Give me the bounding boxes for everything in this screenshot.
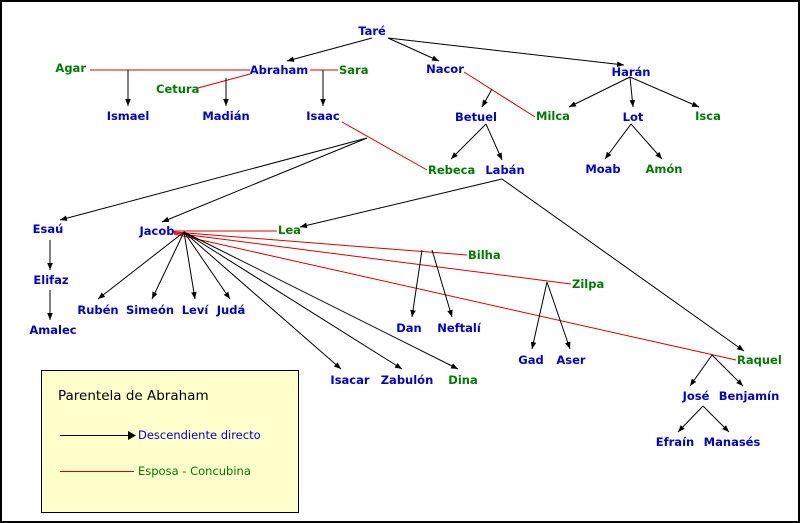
descent-arrow-31: [689, 354, 713, 387]
spouse-line-6: [173, 231, 468, 256]
descent-arrow-20: [97, 231, 185, 300]
person-juda: Judá: [216, 303, 245, 317]
descent-arrow-1: [387, 37, 440, 62]
descent-arrow-22: [183, 231, 197, 300]
person-moab: Moab: [585, 162, 620, 176]
descent-arrow-24: [183, 231, 342, 370]
person-bilha: Bilha: [468, 248, 501, 262]
legend-descent-row: Descendiente directo: [60, 428, 290, 444]
legend-box: Parentela de Abraham Descendiente direct…: [41, 370, 299, 513]
person-neftali: Neftalí: [437, 321, 482, 335]
legend-descent-label: Descendiente directo: [138, 428, 261, 442]
person-simeon: Simeón: [126, 303, 174, 317]
descent-arrow-16: [299, 178, 503, 229]
person-zabulon: Zabulón: [381, 373, 434, 387]
person-amalec: Amalec: [29, 323, 76, 337]
legend-spouse-line: [60, 471, 134, 472]
arrowhead-icon: [128, 431, 136, 440]
descent-arrow-21: [151, 231, 185, 300]
person-jacob: Jacob: [139, 224, 175, 238]
person-cetura: Cetura: [156, 82, 199, 96]
descent-arrow-8: [629, 76, 636, 108]
person-lea: Lea: [278, 223, 301, 237]
spouse-line-7: [173, 232, 572, 285]
person-levi: Leví: [182, 303, 210, 317]
person-manases: Manasés: [704, 435, 761, 449]
person-dan: Dan: [396, 321, 422, 335]
descent-arrow-17: [501, 178, 745, 352]
descent-arrow-27: [410, 249, 423, 318]
descent-arrow-28: [431, 249, 453, 318]
descent-arrow-7: [568, 76, 631, 108]
descent-arrow-30: [546, 281, 571, 350]
descent-arrow-10: [450, 123, 487, 160]
person-milca: Milca: [536, 109, 570, 123]
person-haran: Harán: [611, 65, 650, 79]
descent-arrow-32: [711, 354, 744, 387]
person-lot: Lot: [623, 110, 644, 124]
descent-arrow-2: [387, 37, 625, 67]
descent-arrow-12: [604, 123, 632, 160]
spouse-line-1: [197, 73, 251, 89]
spouse-line-4: [341, 121, 428, 171]
descent-arrow-33: [677, 405, 704, 433]
person-sara: Sara: [339, 63, 368, 77]
descent-arrow-14: [59, 137, 368, 221]
person-zilpa: Zilpa: [572, 277, 604, 291]
person-benjamin: Benjamín: [719, 389, 780, 403]
descent-arrow-25: [183, 231, 403, 370]
person-elifaz: Elifaz: [33, 273, 69, 287]
person-ismael: Ismael: [107, 109, 150, 123]
person-gad: Gad: [518, 353, 543, 367]
person-amon: Amón: [646, 162, 683, 176]
spouse-line-8: [173, 233, 737, 361]
person-tare: Taré: [358, 24, 386, 38]
legend-title: Parentela de Abraham: [58, 388, 209, 404]
descent-arrow-29: [530, 281, 548, 350]
descent-arrow-15: [161, 137, 368, 223]
person-isacar: Isacar: [330, 373, 369, 387]
person-laban: Labán: [485, 163, 524, 177]
person-efrain: Efraín: [656, 435, 694, 449]
descent-arrow-23: [183, 231, 231, 300]
person-aser: Aser: [556, 353, 586, 367]
person-jose: José: [682, 389, 710, 403]
legend-spouse-label: Esposa - Concubina: [138, 464, 251, 478]
descent-arrow-0: [286, 37, 373, 62]
person-ruben: Rubén: [77, 303, 118, 317]
person-raquel: Raquel: [737, 353, 782, 367]
descent-arrow-34: [702, 405, 730, 433]
descent-arrow-13: [630, 123, 663, 160]
person-nacor: Nacor: [426, 62, 464, 76]
descent-arrow-26: [183, 231, 459, 370]
person-abraham: Abraham: [250, 63, 309, 77]
legend-spouse-row: Esposa - Concubina: [60, 464, 290, 480]
person-agar: Agar: [55, 61, 86, 75]
descent-arrow-6: [481, 88, 493, 108]
descent-arrow-11: [485, 123, 503, 161]
person-esau: Esaú: [33, 222, 64, 236]
person-rebeca: Rebeca: [428, 163, 475, 177]
legend-descent-line: [60, 435, 134, 436]
descent-arrow-9: [629, 76, 700, 108]
person-isca: Isca: [695, 109, 721, 123]
person-madian: Madián: [202, 109, 249, 123]
spouse-line-3: [463, 71, 536, 118]
person-dina: Dina: [448, 373, 477, 387]
person-isaac: Isaac: [306, 109, 340, 123]
person-betuel: Betuel: [455, 110, 497, 124]
